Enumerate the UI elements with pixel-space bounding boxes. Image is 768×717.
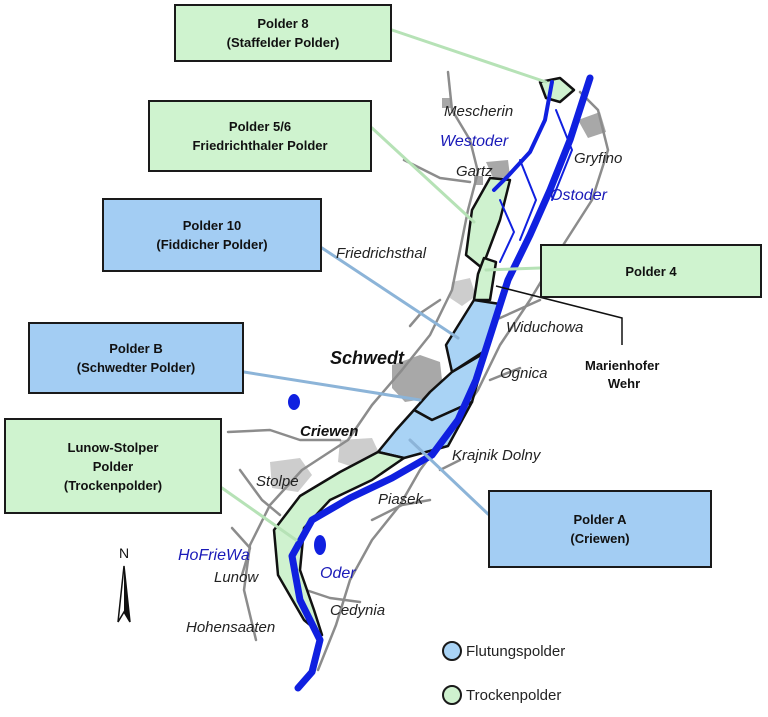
legend-label-dry: Trockenpolder: [466, 686, 562, 704]
place-schwedt: Schwedt: [330, 348, 405, 368]
leader-polder-4: [484, 266, 542, 272]
polders: [272, 76, 576, 637]
place-lunow: Lunow: [214, 569, 259, 586]
place-ognica: Ognica: [500, 365, 548, 382]
place-friedrichsthal: Friedrichsthal: [336, 245, 427, 262]
weir-label-line-2: Wehr: [608, 376, 640, 391]
weir-label-line-1: Marienhofer: [585, 358, 659, 373]
place-gryfino: Gryfino: [574, 150, 622, 167]
river-label-hofriewa: HoFrieWa: [178, 547, 250, 564]
leader-polder-8: [390, 28, 548, 84]
place-krajnik-dolny: Krajnik Dolny: [452, 447, 542, 464]
road-network: [226, 70, 610, 672]
river-label-ostoder: Ostoder: [550, 187, 608, 204]
place-hohensaaten: Hohensaaten: [186, 619, 275, 636]
legend-label-flood: Flutungspolder: [466, 642, 566, 660]
leader-polder-5-6: [370, 126, 476, 224]
legend-dry: Trockenpolder: [442, 685, 561, 705]
label-polder-8: Polder 8 (Staffelder Polder): [174, 4, 392, 62]
label-polder-5-6: Polder 5/6 Friedrichthaler Polder: [148, 100, 372, 172]
leader-polder-b: [242, 370, 422, 402]
legend-swatch-flood: [442, 641, 462, 661]
label-polder-a: Polder A (Criewen): [488, 490, 712, 568]
lunow-stolper-area: [272, 450, 406, 637]
north-arrow: N: [117, 545, 131, 623]
label-polder-10: Polder 10 (Fiddicher Polder): [102, 198, 322, 272]
leader-lunow: [220, 486, 298, 542]
leader-polder-a: [408, 438, 490, 516]
place-widuchowa: Widuchowa: [506, 319, 583, 336]
lakes: [288, 394, 326, 555]
leader-polder-10: [320, 246, 460, 340]
leader-lines: [220, 28, 548, 542]
place-cedynia: Cedynia: [330, 602, 385, 619]
weir-label: Marienhofer Wehr: [585, 358, 663, 391]
place-labels: Mescherin Gartz Gryfino Friedrichsthal W…: [186, 103, 622, 636]
place-stolpe: Stolpe: [256, 473, 299, 490]
place-criewen: Criewen: [300, 423, 358, 440]
place-gartz: Gartz: [456, 163, 493, 180]
river-oder: [288, 74, 594, 692]
label-polder-b: Polder B (Schwedter Polder): [28, 322, 244, 394]
river-labels: Westoder Ostoder Oder HoFrieWa: [178, 133, 608, 582]
north-label: N: [119, 545, 129, 561]
river-label-oder: Oder: [320, 565, 356, 582]
place-mescherin: Mescherin: [444, 103, 513, 120]
label-lunow-stolper: Lunow-Stolper Polder (Trockenpolder): [4, 418, 222, 514]
river-label-westoder: Westoder: [440, 133, 509, 150]
legend-swatch-dry: [442, 685, 462, 705]
legend-flood: Flutungspolder: [442, 641, 565, 661]
place-piasek: Piasek: [378, 491, 425, 508]
weir-marker: [495, 285, 623, 345]
label-polder-4: Polder 4: [540, 244, 762, 298]
polder-a-area: [376, 400, 474, 460]
